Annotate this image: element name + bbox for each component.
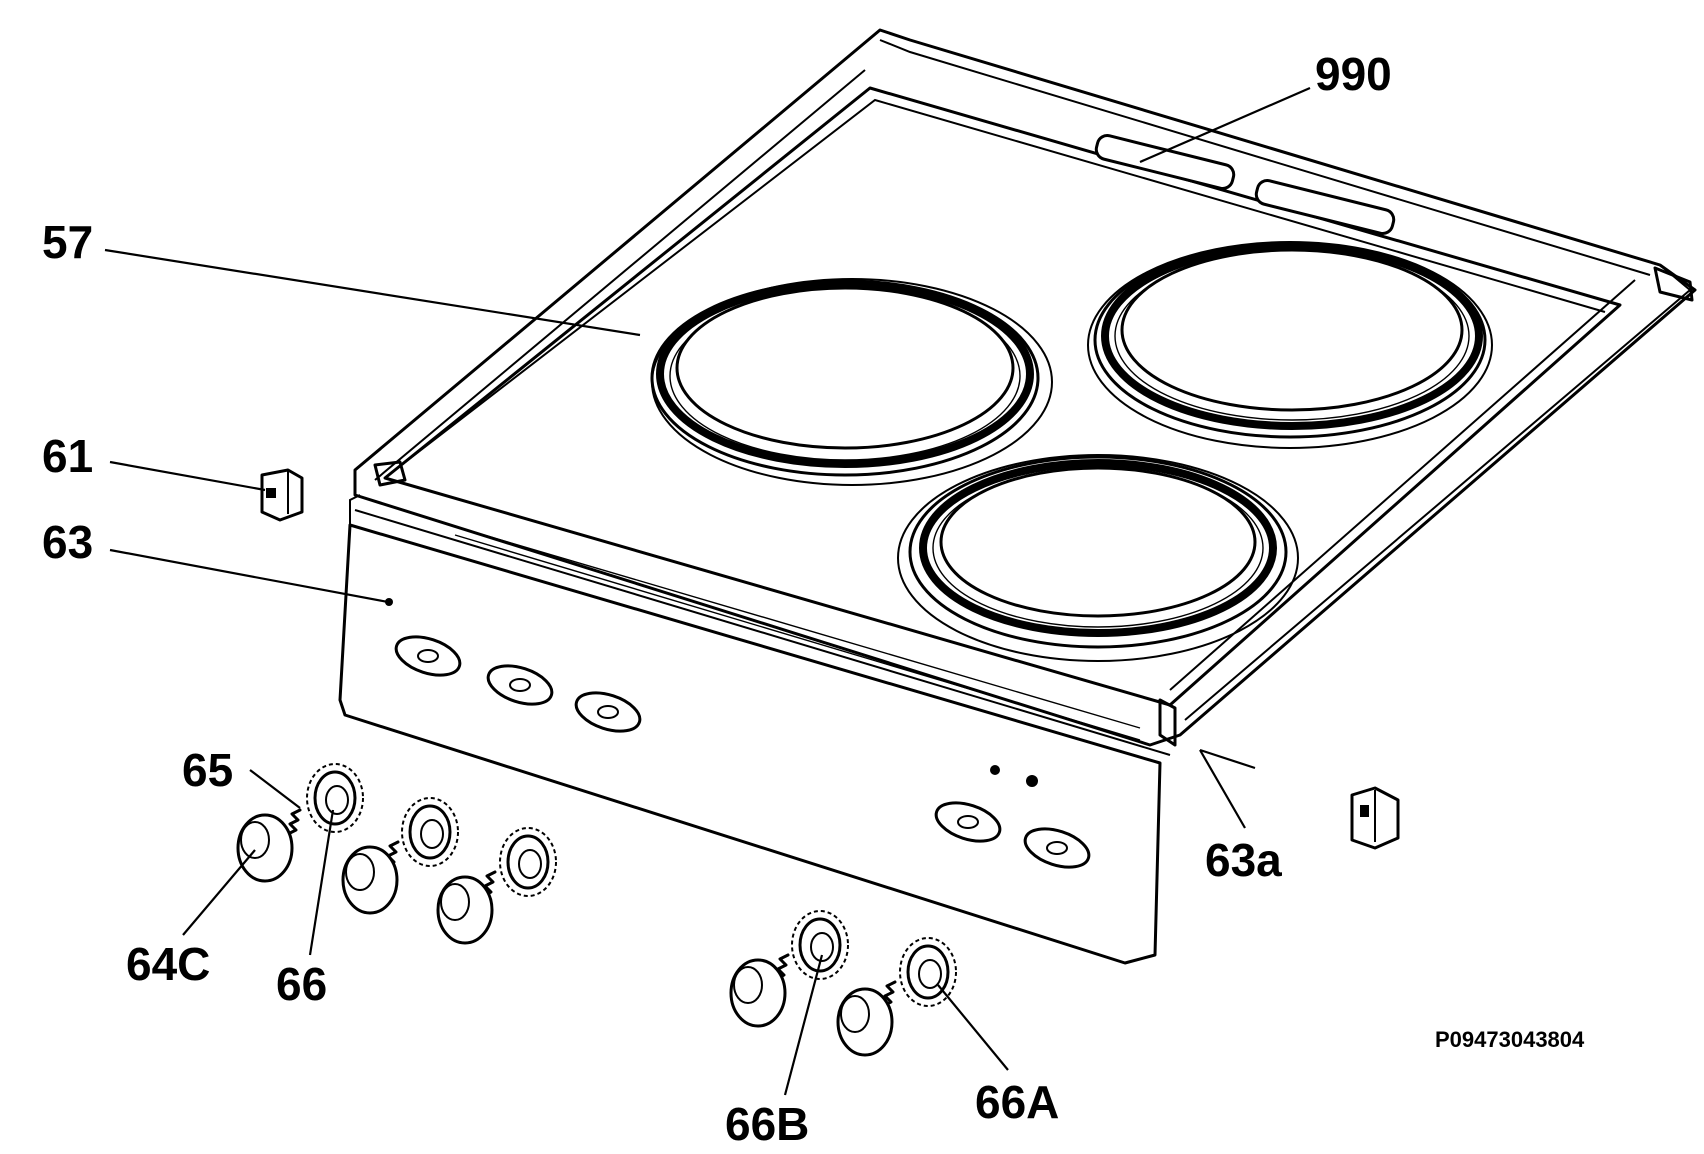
knob-assembly-4 xyxy=(729,910,849,1028)
callout-57: 57 xyxy=(42,216,93,268)
knob-aperture-3 xyxy=(574,691,642,733)
indicator-lamp-1 xyxy=(990,765,1000,775)
leader-lines xyxy=(104,86,1311,1096)
knob-aperture-4 xyxy=(934,801,1002,843)
hotplate-front xyxy=(897,454,1299,662)
control-panel-front xyxy=(338,523,1162,965)
knob-aperture-2 xyxy=(486,664,554,706)
knob-aperture-1 xyxy=(394,635,462,677)
callout-65: 65 xyxy=(182,744,233,796)
callout-66B: 66B xyxy=(725,1098,809,1150)
clip-left xyxy=(260,468,304,522)
indicator-lamp-2 xyxy=(1026,775,1038,787)
callout-63a: 63a xyxy=(1205,834,1282,886)
knob-aperture-5 xyxy=(1023,827,1091,869)
hotplate-rear-right xyxy=(1087,241,1493,449)
callout-63: 63 xyxy=(42,516,93,568)
rear-vent-right xyxy=(1254,179,1396,235)
panel-screw-dot xyxy=(385,598,393,606)
knob-assembly-3 xyxy=(436,827,557,945)
callout-990: 990 xyxy=(1315,48,1392,100)
callout-66A: 66A xyxy=(975,1076,1059,1128)
drawing-number: P09473043804 xyxy=(1435,1027,1585,1052)
knob-assembly-1 xyxy=(236,763,364,883)
knob-assembly-2 xyxy=(341,797,459,915)
callout-61: 61 xyxy=(42,430,93,482)
callout-64C: 64C xyxy=(126,938,210,990)
hotplate-rear-left xyxy=(650,278,1053,486)
knob-assembly-5 xyxy=(836,937,957,1057)
clip-right xyxy=(1350,786,1400,850)
control-panel xyxy=(338,494,1171,965)
callout-66: 66 xyxy=(276,958,327,1010)
